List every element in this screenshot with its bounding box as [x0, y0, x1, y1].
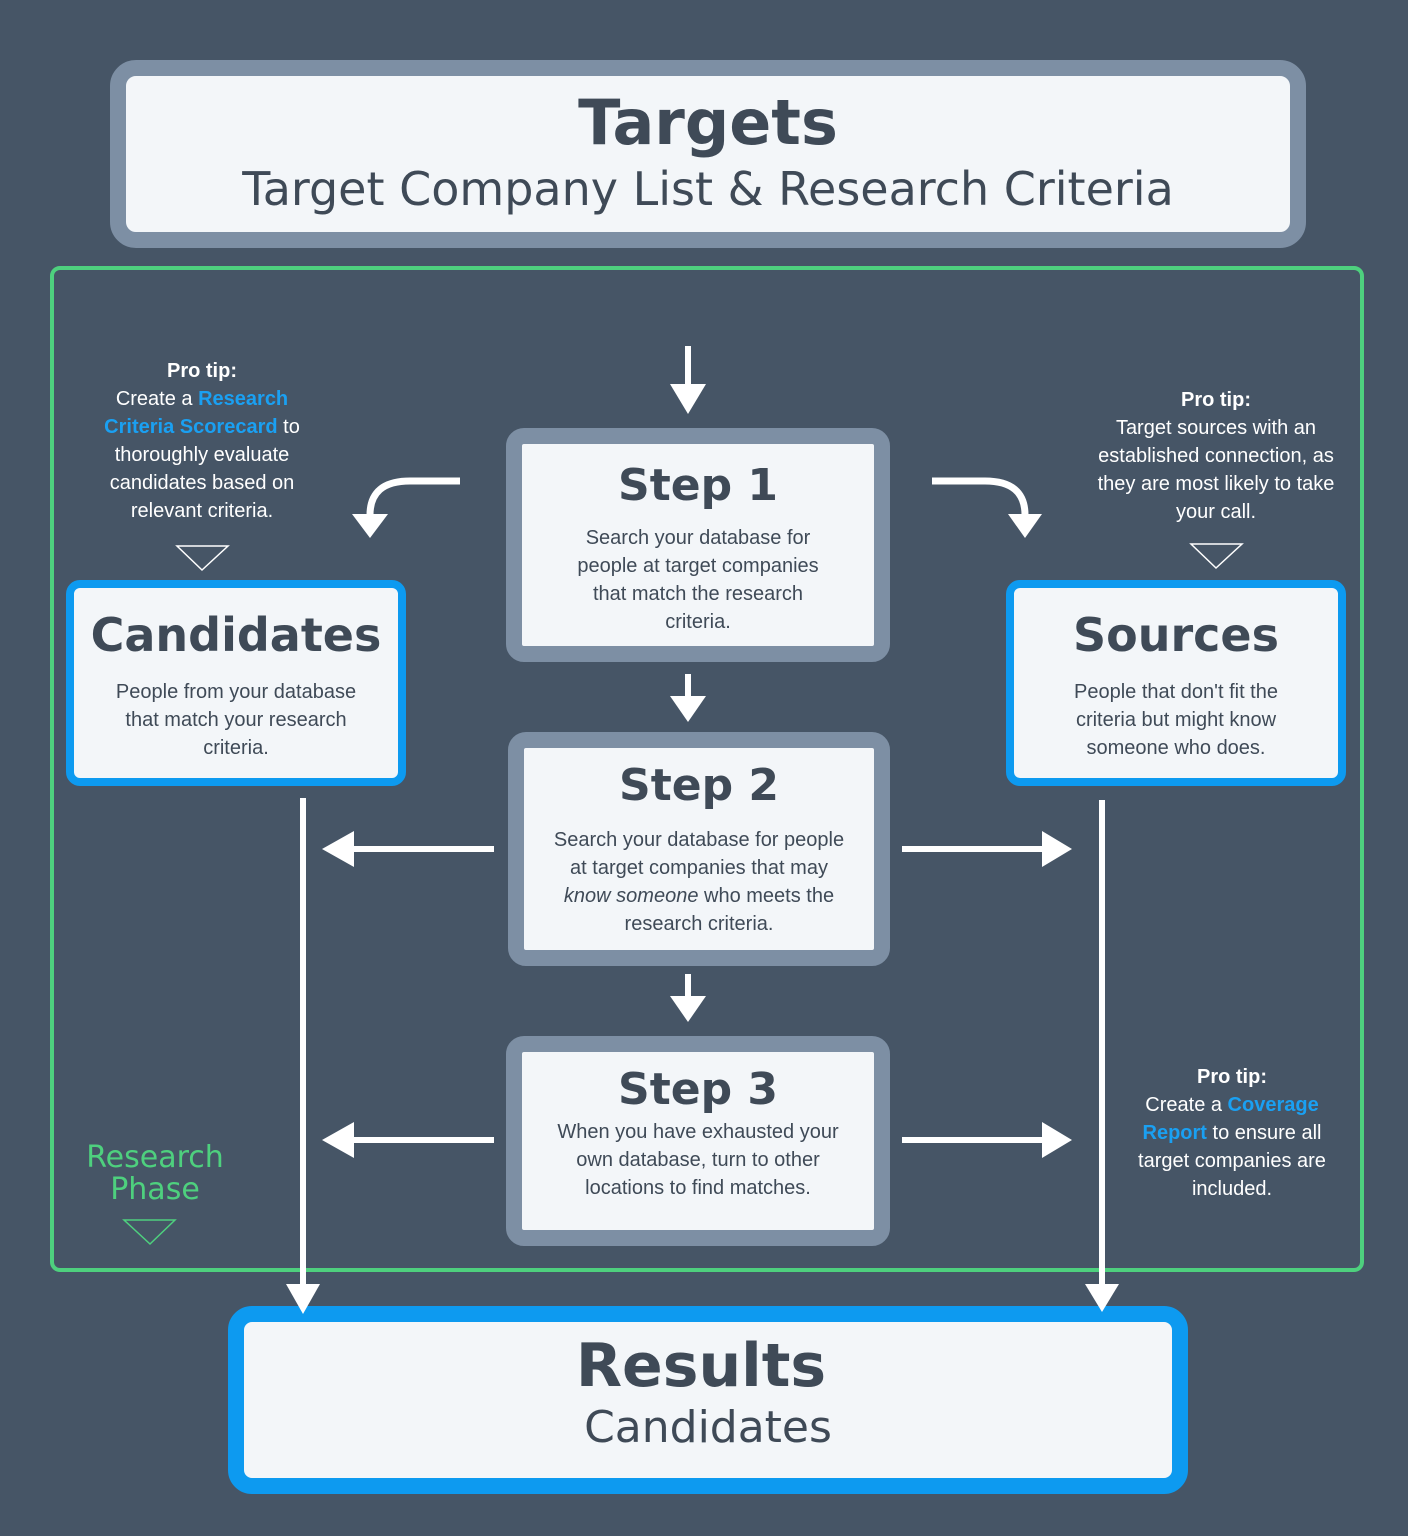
research-criteria-scorecard-link[interactable]: Research Criteria Scorecard: [104, 388, 289, 438]
research-phase-line-1: Research: [86, 1140, 224, 1175]
candidates-text: People from your database that match you…: [115, 681, 357, 759]
results-subtitle: Candidates: [584, 1402, 832, 1453]
step-2-text: Search your database for people at targe…: [552, 826, 846, 938]
results-box: Results Candidates: [228, 1306, 1188, 1494]
pro-tip-left-text-1: Create a: [115, 388, 199, 410]
research-phase-line-2: Phase: [110, 1172, 200, 1207]
step-2-text-emphasis: know someone: [563, 885, 699, 907]
step-1-title: Step 1: [618, 460, 778, 511]
targets-subtitle: Target Company List & Research Criteria: [242, 162, 1174, 216]
pro-tip-left-label: Pro tip:: [167, 360, 237, 382]
step-2-text-part-2: who meets the research criteria.: [624, 885, 835, 935]
sources-text: People that don't fit the criteria but m…: [1074, 681, 1278, 759]
pro-tip-left: Pro tip: Create a Research Criteria Scor…: [82, 357, 322, 525]
pro-tip-right-top-label: Pro tip:: [1181, 389, 1251, 411]
pro-tip-right-top-text: Target sources with an established conne…: [1097, 417, 1335, 523]
pro-tip-right-bottom-text-2: to ensure all target companies are inclu…: [1138, 1122, 1326, 1200]
sources-box: Sources People that don't fit the criter…: [1006, 580, 1346, 786]
candidates-box: Candidates People from your database tha…: [66, 580, 406, 786]
pro-tip-right-bottom: Pro tip: Create a Coverage Report to ens…: [1128, 1063, 1336, 1203]
candidates-title: Candidates: [90, 608, 382, 662]
step-1-text: Search your database for people at targe…: [577, 527, 819, 633]
coverage-report-link[interactable]: Coverage Report: [1142, 1094, 1319, 1144]
targets-title: Targets: [578, 86, 838, 159]
pro-tip-right-bottom-label: Pro tip:: [1197, 1066, 1267, 1088]
research-phase-label: Research Phase: [70, 1142, 240, 1206]
pro-tip-left-text-2: to thoroughly evaluate candidates based …: [109, 416, 300, 522]
step-3-box: Step 3 When you have exhausted your own …: [506, 1036, 890, 1246]
pro-tip-right-top: Pro tip: Target sources with an establis…: [1094, 386, 1338, 526]
sources-title: Sources: [1072, 608, 1279, 662]
pro-tip-right-bottom-text-1: Create a: [1145, 1094, 1228, 1116]
results-title: Results: [575, 1331, 827, 1401]
step-2-title: Step 2: [619, 760, 779, 811]
targets-box: Targets Target Company List & Research C…: [110, 60, 1306, 248]
step-1-box: Step 1 Search your database for people a…: [506, 428, 890, 662]
step-3-title: Step 3: [618, 1064, 778, 1115]
research-phase-frame: [50, 266, 1364, 1272]
step-2-text-part-1: Search your database for people at targe…: [553, 829, 845, 879]
step-2-box: Step 2 Search your database for people a…: [508, 732, 890, 966]
step-3-text: When you have exhausted your own databas…: [557, 1121, 839, 1199]
